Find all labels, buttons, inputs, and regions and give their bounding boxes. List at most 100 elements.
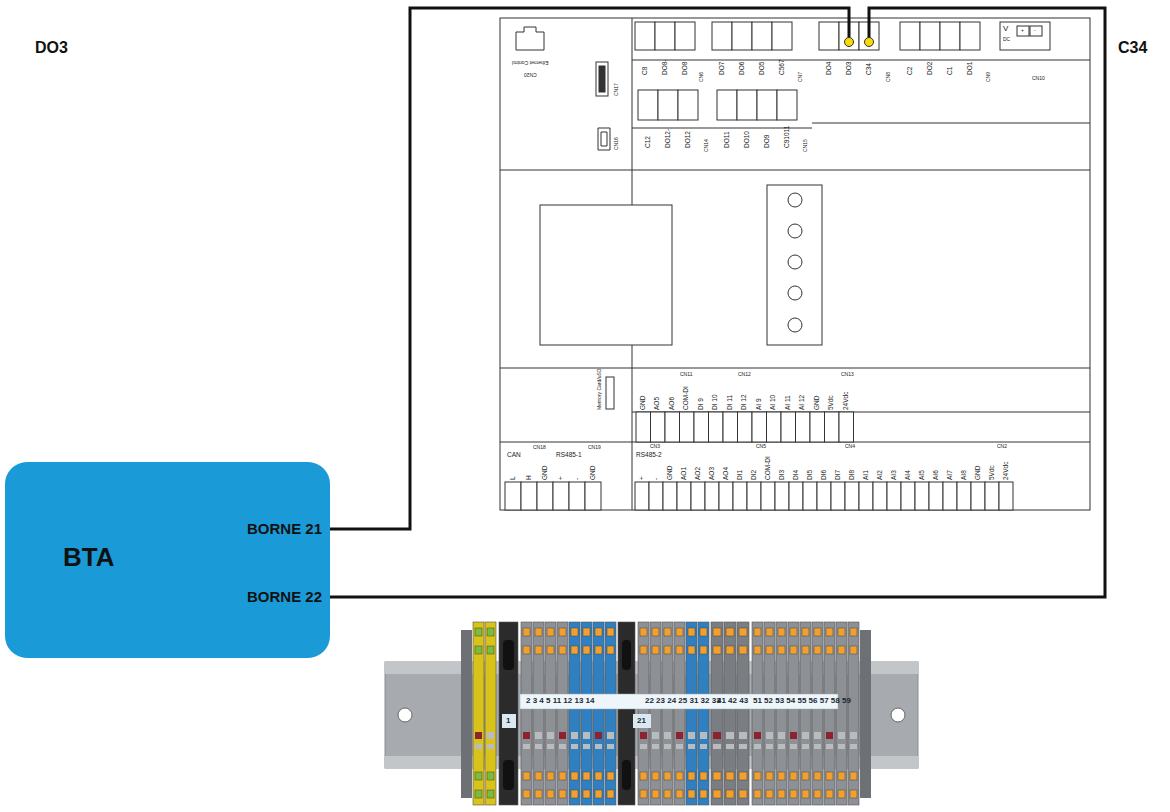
spring-clip bbox=[607, 790, 614, 798]
terminal-block bbox=[622, 760, 631, 790]
spring-clip bbox=[523, 646, 530, 654]
screw-terminal bbox=[717, 90, 737, 120]
pin-label: AI 11 bbox=[785, 395, 792, 410]
marker bbox=[700, 744, 707, 749]
marker bbox=[778, 744, 785, 749]
terminal-block bbox=[650, 622, 661, 805]
spring-clip bbox=[766, 772, 773, 780]
screw-terminal bbox=[709, 412, 724, 442]
screw-terminal bbox=[803, 482, 817, 510]
screw-terminal bbox=[723, 412, 738, 442]
spring-clip bbox=[802, 646, 809, 654]
pin-label: RS485-2 bbox=[636, 452, 662, 459]
pin-label: CN18 bbox=[533, 445, 546, 450]
marker bbox=[487, 744, 494, 749]
screw-terminal bbox=[781, 412, 796, 442]
pin-label: DI 11 bbox=[727, 395, 734, 410]
pin-label: DC bbox=[1003, 37, 1010, 42]
pin-label: DO6 bbox=[739, 62, 746, 75]
pin-label: AI 9 bbox=[756, 398, 763, 410]
marker bbox=[726, 744, 734, 749]
marker bbox=[814, 732, 821, 739]
pin-label: DO12 bbox=[685, 131, 692, 148]
pin-label: DI3 bbox=[779, 470, 786, 480]
screw-terminal bbox=[831, 482, 845, 510]
marker bbox=[547, 744, 554, 749]
screw-terminal bbox=[915, 482, 929, 510]
marker bbox=[535, 732, 542, 739]
spring-clip bbox=[778, 646, 785, 654]
screw-terminal bbox=[733, 482, 747, 510]
pin-label: C567 bbox=[779, 59, 786, 75]
pin-label: GND bbox=[542, 466, 549, 480]
marker bbox=[640, 744, 647, 749]
spring-clip bbox=[559, 790, 566, 798]
marker bbox=[688, 744, 695, 749]
spring-clip bbox=[676, 772, 683, 780]
screw-terminal bbox=[675, 22, 695, 50]
spring-clip bbox=[826, 646, 833, 654]
screw-terminal bbox=[677, 482, 691, 510]
marker bbox=[664, 732, 671, 739]
marker bbox=[595, 744, 602, 749]
spring-clip bbox=[850, 628, 857, 636]
screw-terminal bbox=[960, 22, 980, 50]
spring-clip bbox=[571, 772, 578, 780]
screw-terminal bbox=[553, 482, 569, 510]
spring-clip bbox=[487, 646, 494, 654]
spring-clip bbox=[778, 772, 785, 780]
pin-label: AO4 bbox=[723, 467, 730, 480]
marker bbox=[739, 744, 747, 749]
pin-label: C12 bbox=[645, 136, 652, 148]
spring-clip bbox=[754, 772, 761, 780]
marker bbox=[475, 732, 482, 739]
rail-hole bbox=[891, 708, 905, 722]
pin-label: DO9 bbox=[764, 135, 771, 148]
screw-terminal bbox=[900, 22, 920, 50]
spring-clip bbox=[595, 772, 602, 780]
pin-label: 5Vdc bbox=[828, 395, 835, 410]
pin-label: AO6 bbox=[669, 397, 676, 410]
spring-clip bbox=[595, 646, 602, 654]
screw-terminal bbox=[752, 22, 772, 50]
terminal-block bbox=[800, 622, 811, 805]
pin-label: GND bbox=[667, 466, 674, 480]
terminal-block bbox=[638, 622, 649, 805]
marker bbox=[571, 744, 578, 749]
spring-clip bbox=[676, 790, 683, 798]
spring-clip bbox=[583, 646, 590, 654]
spring-clip bbox=[802, 790, 809, 798]
screw-terminal bbox=[635, 482, 649, 510]
pin-label: DI8 bbox=[849, 470, 856, 480]
pin-label: + bbox=[1021, 28, 1024, 33]
spring-clip bbox=[607, 628, 614, 636]
pin-label: AI4 bbox=[905, 470, 912, 480]
pin-label: DO8 bbox=[682, 62, 689, 75]
screw-terminal bbox=[887, 482, 901, 510]
spring-clip bbox=[475, 790, 482, 798]
screw-terminal bbox=[678, 90, 698, 120]
marker bbox=[688, 732, 695, 739]
pin-label: CN5 bbox=[756, 444, 766, 449]
pin-label: CN16 bbox=[614, 137, 619, 150]
screw-terminal bbox=[738, 412, 753, 442]
terminal-block bbox=[503, 760, 514, 790]
terminal-block bbox=[485, 622, 496, 805]
pin-label: AO2 bbox=[695, 467, 702, 480]
spring-clip bbox=[487, 772, 494, 780]
screw-terminal bbox=[569, 482, 585, 510]
marker bbox=[523, 744, 530, 749]
pin-label: Memory Card/uSD bbox=[597, 369, 602, 410]
spring-clip bbox=[475, 628, 482, 636]
terminal-block bbox=[605, 622, 616, 805]
screw-terminal bbox=[537, 482, 553, 510]
spring-clip bbox=[547, 628, 554, 636]
screw-terminal bbox=[585, 482, 601, 510]
spring-clip bbox=[713, 772, 721, 780]
terminal-block bbox=[698, 622, 709, 805]
pin-label: AI7 bbox=[947, 470, 954, 480]
screw-terminal bbox=[761, 482, 775, 510]
